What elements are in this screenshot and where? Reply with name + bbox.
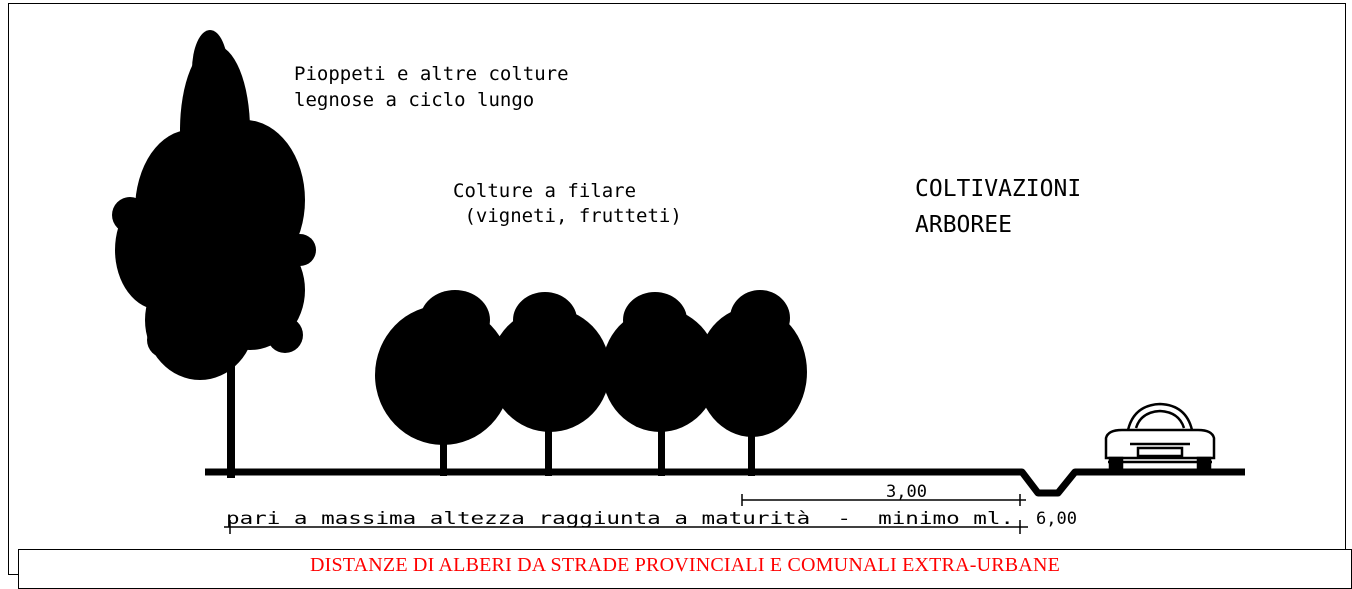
poplar-label-line1: Pioppeti e altre colture — [294, 63, 569, 85]
road-section-diagram: Pioppeti e altre colture legnose a ciclo… — [112, 30, 1245, 534]
dimension-long — [224, 520, 1028, 534]
dimension-short-value: 3,00 — [886, 482, 927, 502]
rows-label-line2: (vigneti, frutteti) — [453, 205, 682, 227]
poplar-trunk — [227, 330, 235, 478]
diagram-caption: DISTANZE DI ALBERI DA STRADE PROVINCIALI… — [309, 554, 1061, 576]
orchard-trees — [375, 290, 807, 476]
rows-label-line1: Colture a filare — [453, 180, 636, 202]
poplar-label-line2: legnose a ciclo lungo — [294, 89, 534, 111]
category-label-line1: COLTIVAZIONI — [915, 176, 1081, 202]
orchard-tree — [697, 290, 807, 476]
orchard-tree — [602, 292, 718, 476]
orchard-tree — [375, 290, 511, 476]
ground-line — [205, 468, 1245, 497]
dimension-short — [741, 494, 1026, 506]
poplar-tree — [112, 30, 316, 478]
orchard-tree — [490, 292, 610, 476]
category-label-line2: ARBOREE — [915, 212, 1012, 238]
caption-box: DISTANZE DI ALBERI DA STRADE PROVINCIALI… — [18, 549, 1352, 589]
dimension-long-value: 6,00 — [1036, 509, 1077, 529]
dimension-long-text: pari a massima altezza raggiunta a matur… — [226, 509, 1014, 529]
car-icon — [1104, 402, 1216, 472]
